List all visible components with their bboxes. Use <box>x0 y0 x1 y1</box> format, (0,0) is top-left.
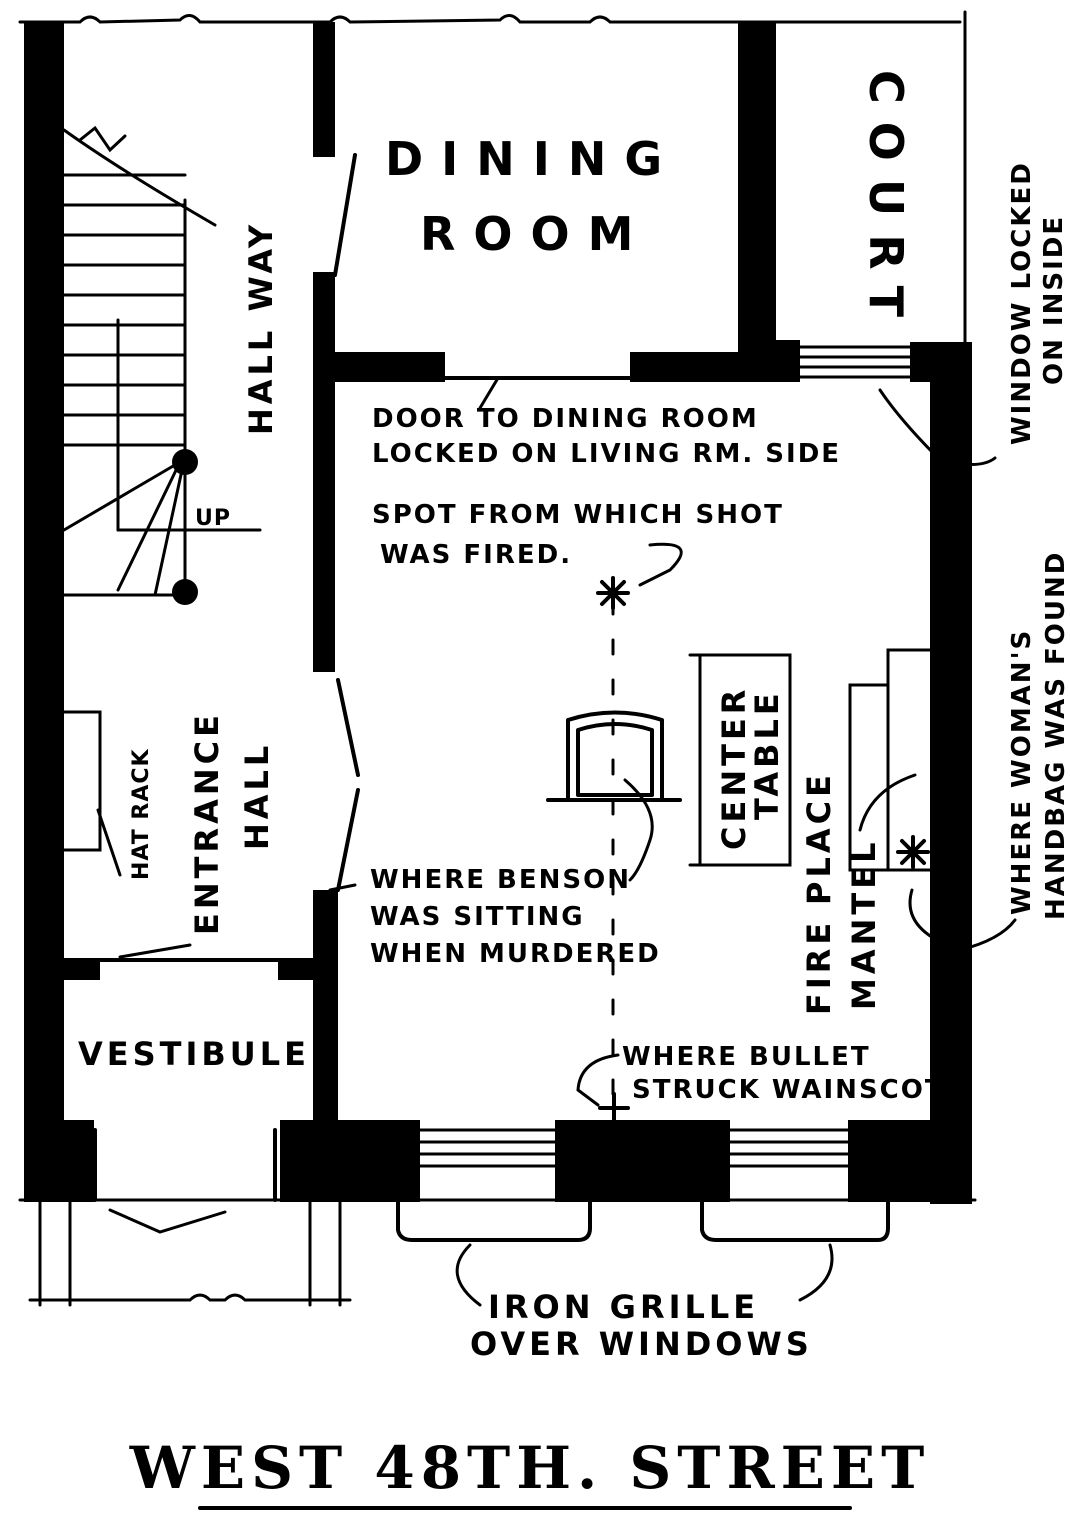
street-label: WEST 48TH. STREET <box>129 1434 930 1502</box>
shot-note-2: WAS FIRED. <box>380 540 572 570</box>
center-table-label: CENTER <box>715 686 753 850</box>
shot-note-1: SPOT FROM WHICH SHOT <box>372 500 784 530</box>
hat-rack <box>62 710 102 852</box>
benson-note-3: WHEN MURDERED <box>370 939 661 969</box>
court-label: COURT <box>859 70 913 335</box>
door-note-1: DOOR TO DINING ROOM <box>372 404 759 434</box>
bullet-note-2: STRUCK WAINSCOT <box>632 1075 945 1105</box>
staircase <box>62 125 262 597</box>
entrance-hall-label: ENTRANCE <box>188 711 226 935</box>
dining-room-label-2: ROOM <box>420 207 651 261</box>
bullet-note-1: WHERE BULLET <box>622 1042 871 1072</box>
handbag-mark <box>896 835 930 869</box>
handbag-note-2: HANDBAG WAS FOUND <box>1041 551 1070 920</box>
center-table-label-2: TABLE <box>748 689 786 820</box>
leaders <box>96 376 1017 1307</box>
iron-grille-right <box>700 1198 890 1242</box>
handbag-note-1: WHERE WOMAN'S <box>1007 629 1037 915</box>
benson-note-1: WHERE BENSON <box>370 865 631 895</box>
benson-note-2: WAS SITTING <box>370 902 585 932</box>
vestibule-label: VESTIBULE <box>78 1035 310 1073</box>
fire-place-label: FIRE <box>800 919 838 1015</box>
hat-rack-label: HAT RACK <box>129 748 154 880</box>
window-note-1: WINDOW LOCKED <box>1007 161 1037 445</box>
mantel-label: MANTEL <box>845 839 883 1010</box>
fire-place-label-2: PLACE <box>800 771 838 905</box>
doors <box>93 153 632 1202</box>
iron-grille-left <box>396 1198 592 1242</box>
sidewalk-lines <box>18 1198 977 1307</box>
up-label: UP <box>195 506 231 531</box>
walls <box>24 22 972 1204</box>
top-break-line <box>18 14 962 24</box>
front-window-right <box>728 1128 850 1168</box>
shot-mark <box>596 576 630 610</box>
court-window <box>798 345 912 379</box>
entrance-hall-label-2: HALL <box>238 742 276 850</box>
door-note-2: LOCKED ON LIVING RM. SIDE <box>372 439 841 469</box>
grille-note-1: IRON GRILLE <box>488 1288 759 1326</box>
dining-room-label: DINING <box>385 132 680 186</box>
window-note-2: ON INSIDE <box>1039 215 1069 385</box>
front-window-left <box>418 1128 557 1168</box>
bullet-mark <box>598 1092 630 1124</box>
grille-note-2: OVER WINDOWS <box>470 1325 813 1363</box>
fireplace <box>848 648 932 872</box>
center-table <box>688 653 792 867</box>
hall-way-label: HALL WAY <box>242 221 280 435</box>
